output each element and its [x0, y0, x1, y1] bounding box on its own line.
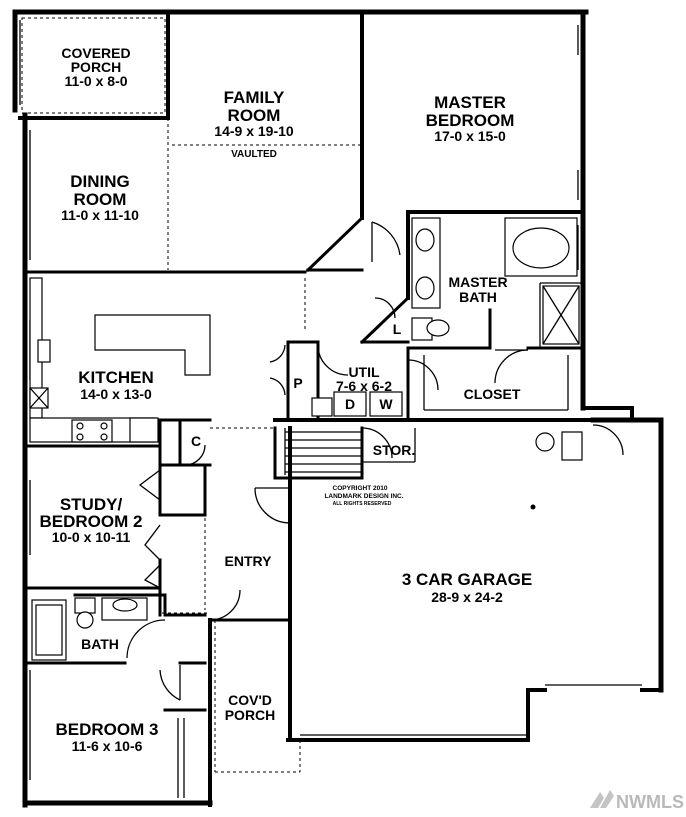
stairs [284, 428, 362, 475]
nwmls-watermark: NWMLS [590, 790, 684, 812]
covered-porch-label: COVERED [61, 45, 130, 61]
covd-porch-label-2: PORCH [225, 707, 276, 723]
study-label: STUDY/ [60, 495, 123, 514]
exterior-walls [12, 9, 664, 808]
master-bedroom-label-2: BEDROOM [426, 111, 515, 130]
bedroom3-dims: 11-6 x 10-6 [72, 738, 143, 754]
dryer-label: D [345, 396, 355, 412]
kitchen-island [94, 314, 211, 376]
master-bath-label-2: BATH [459, 289, 497, 305]
garage-label: 3 CAR GARAGE [402, 570, 532, 589]
open-boundaries [21, 17, 360, 773]
covered-porch-label-2: PORCH [71, 59, 122, 75]
kitchen-label: KITCHEN [78, 368, 154, 387]
covd-porch-label: COV'D [228, 692, 272, 708]
pantry-label: P [293, 375, 302, 391]
closet-label: CLOSET [464, 386, 521, 402]
study-dims: 10-0 x 10-11 [52, 529, 131, 545]
copyright-line-3: ALL RIGHTS RESERVED [333, 501, 392, 507]
storage-label: STOR. [373, 442, 416, 458]
copyright-line-2: LANDMARK DESIGN INC. [324, 493, 403, 500]
entry-label: ENTRY [225, 553, 273, 569]
family-room-note: VAULTED [231, 149, 277, 160]
family-room-label-2: ROOM [228, 106, 281, 125]
watermark-text: NWMLS [616, 792, 684, 812]
dining-room-label-2: ROOM [74, 190, 127, 209]
garage-dims: 28-9 x 24-2 [431, 589, 503, 605]
linen-label: L [393, 321, 402, 337]
copyright-line-1: COPYRIGHT 2010 [333, 485, 388, 492]
family-room-dims: 14-9 x 19-10 [214, 123, 294, 139]
covered-porch-dims: 11-0 x 8-0 [64, 73, 127, 89]
nwmls-logo-icon [590, 790, 614, 808]
master-bedroom-dims: 17-0 x 15-0 [434, 128, 506, 144]
master-bath-label: MASTER [448, 274, 507, 290]
master-bedroom-label: MASTER [434, 93, 506, 112]
dining-room-label: DINING [70, 172, 130, 191]
family-room-label: FAMILY [224, 88, 285, 107]
washer-label: W [379, 396, 393, 412]
util-dims: 7-6 x 6-2 [336, 378, 392, 394]
study-label-2: BEDROOM 2 [40, 512, 143, 531]
windows [19, 20, 579, 798]
coat-closet-label: C [191, 433, 201, 449]
fixtures [29, 217, 642, 736]
bath-label: BATH [81, 636, 119, 652]
kitchen-dims: 14-0 x 13-0 [80, 386, 152, 402]
util-label: UTIL [348, 364, 380, 380]
room-labels: COVERED PORCH 11-0 x 8-0 FAMILY ROOM 14-… [40, 45, 533, 754]
bedroom3-label: BEDROOM 3 [56, 720, 159, 739]
dining-room-dims: 11-0 x 11-10 [61, 207, 139, 223]
doors [126, 221, 624, 701]
